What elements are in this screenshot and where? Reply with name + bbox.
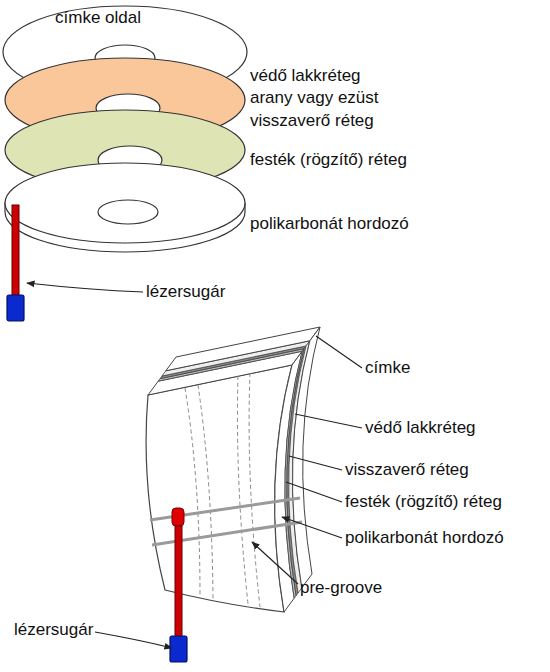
leader-line: [289, 456, 342, 470]
groove-line: [198, 385, 213, 599]
laser-beam: [12, 205, 19, 297]
substrate-face: [146, 365, 292, 612]
substrate-disc: [5, 163, 245, 243]
part-label: pre-groove: [300, 576, 382, 599]
leader-line: [316, 336, 362, 368]
leader-line: [252, 542, 298, 584]
part-label: polikarbonát hordozó: [250, 212, 409, 235]
part-label: lézersugár: [146, 280, 225, 303]
part-label: visszaverő réteg: [345, 458, 469, 481]
part-label: festék (rögzítő) réteg: [345, 490, 502, 513]
leader-line: [286, 482, 342, 502]
part-label: védő lakkréteg: [365, 416, 476, 439]
laser-source: [7, 295, 24, 321]
part-label: polikarbonát hordozó: [345, 526, 504, 549]
leader-line: [295, 414, 362, 428]
laser-beam: [175, 526, 182, 638]
laser-source: [170, 636, 187, 662]
leader-line: [95, 632, 172, 648]
part-label: lézersugár: [14, 618, 93, 641]
groove-line: [185, 388, 200, 596]
part-label: arany vagy ezüst visszaverő réteg: [250, 86, 392, 132]
leader-line: [282, 517, 342, 538]
recorded-mark: [172, 508, 184, 526]
disc-hole: [98, 200, 158, 224]
leader-line: [27, 283, 143, 292]
groove-line: [237, 376, 248, 604]
part-label: címke: [365, 356, 410, 379]
part-label: védő lakkréteg: [250, 64, 361, 87]
part-label: festék (rögzítő) réteg: [250, 148, 407, 171]
groove-line: [249, 373, 260, 607]
part-label: címke oldal: [55, 6, 141, 29]
